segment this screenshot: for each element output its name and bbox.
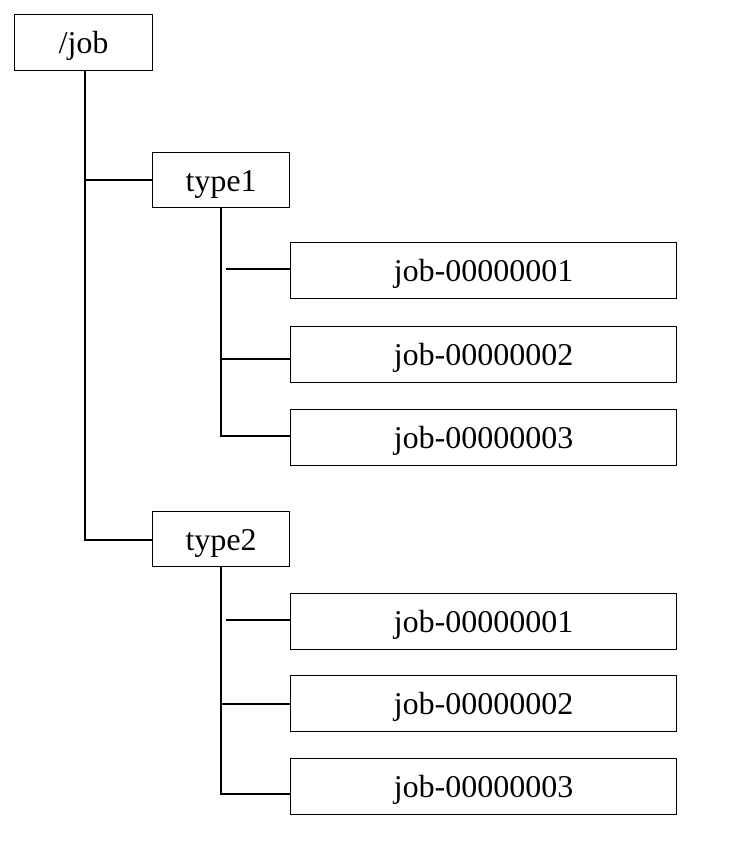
job-node: job-00000003 (290, 758, 677, 815)
root-trunk-line (84, 70, 86, 540)
job-node-label: job-00000001 (393, 603, 574, 639)
connector-type1-job1 (226, 268, 290, 270)
group-node-label: type1 (185, 161, 257, 198)
job-node: job-00000001 (290, 242, 677, 299)
job-node: job-00000003 (290, 409, 677, 466)
connector-root-type2 (84, 539, 152, 541)
type1-trunk-line (220, 207, 222, 436)
job-node-label: job-00000003 (393, 768, 574, 804)
root-node: /job (14, 14, 153, 71)
job-node-label: job-00000002 (393, 336, 574, 372)
connector-root-type1 (84, 179, 152, 181)
job-node-label: job-00000002 (393, 685, 574, 721)
job-node: job-00000001 (290, 593, 677, 650)
job-node: job-00000002 (290, 326, 677, 383)
group-node-type1: type1 (152, 152, 290, 208)
job-node-label: job-00000003 (393, 419, 574, 455)
connector-type2-job1 (226, 619, 290, 621)
connector-type2-job2 (220, 703, 290, 705)
connector-type2-job3 (220, 793, 290, 795)
connector-type1-job3 (220, 435, 290, 437)
job-node: job-00000002 (290, 675, 677, 732)
group-node-type2: type2 (152, 511, 290, 567)
group-node-label: type2 (185, 520, 257, 557)
root-node-label: /job (58, 24, 109, 60)
job-node-label: job-00000001 (393, 252, 574, 288)
connector-type1-job2 (220, 358, 290, 360)
type2-trunk-line (220, 565, 222, 794)
